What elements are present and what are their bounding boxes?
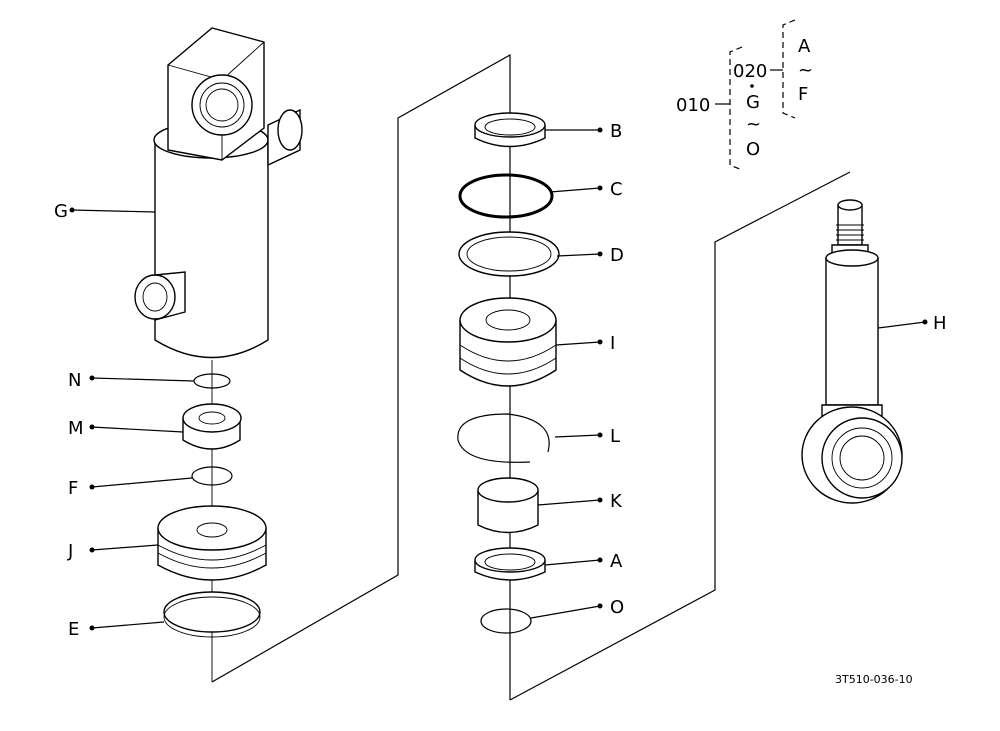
legend-inner-range-end: F — [798, 84, 808, 105]
o-ring-part-c — [458, 173, 603, 219]
drawing-number: 3T510-036-10 — [835, 673, 913, 686]
label-g: G — [54, 201, 68, 222]
cylinder-tube-part — [69, 27, 303, 359]
label-b: B — [610, 121, 622, 142]
rod-guide-part-i — [459, 297, 603, 387]
backup-ring-part-d — [458, 231, 603, 277]
label-i: I — [610, 333, 615, 354]
label-e: E — [68, 619, 79, 640]
label-j: J — [67, 541, 73, 562]
legend-outer-range-start: G — [746, 92, 760, 113]
assembly-legend: 010 020 G ~ O A ~ F — [676, 19, 813, 171]
ring-part-e — [89, 591, 261, 638]
seal-part-b — [474, 112, 603, 148]
nut-part-m — [89, 403, 242, 450]
legend-assembly-number: 010 — [676, 95, 710, 116]
legend-outer-range-end: O — [746, 139, 760, 160]
label-a: A — [610, 551, 623, 572]
label-d: D — [610, 245, 624, 266]
legend-subassembly-number: 020 — [733, 61, 767, 82]
label-c: C — [610, 179, 623, 200]
seal-part-a — [474, 547, 603, 581]
o-ring-part-o — [480, 603, 603, 634]
bushing-part-k — [477, 477, 603, 534]
piston-rod-part-h — [801, 199, 928, 504]
ring-part-n — [89, 373, 231, 389]
legend-inner-range-start: A — [798, 36, 811, 57]
label-f: F — [68, 478, 78, 499]
label-h: H — [933, 313, 947, 334]
o-ring-part-f — [89, 466, 233, 490]
label-n: N — [68, 370, 81, 391]
snap-ring-part-l — [457, 413, 603, 463]
legend-inner-range-tilde: ~ — [798, 60, 813, 81]
label-k: K — [610, 491, 623, 512]
label-m: M — [68, 418, 84, 439]
label-l: L — [610, 426, 620, 447]
legend-outer-range-tilde: ~ — [746, 114, 761, 135]
piston-part-j — [89, 505, 267, 581]
label-o: O — [610, 597, 624, 618]
